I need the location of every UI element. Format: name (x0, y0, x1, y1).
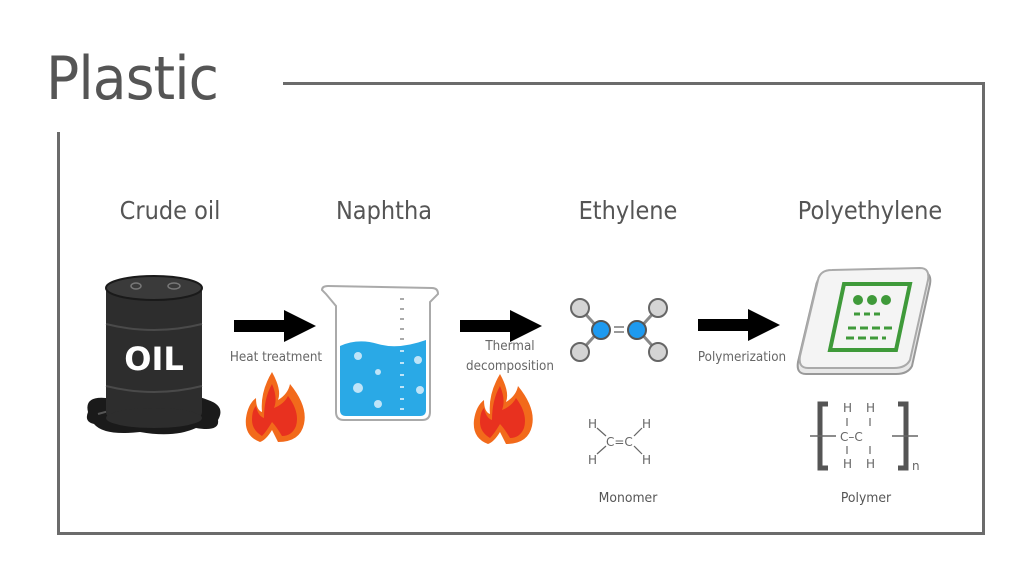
formula-h: H (588, 417, 597, 431)
fire-icon (245, 372, 305, 442)
formula-c-single-bond: C–C (840, 430, 863, 444)
polymer-formula: H H H H C–C n (810, 401, 920, 473)
stage-heading-ethylene: Ethylene (578, 196, 678, 225)
arrow-right-icon (234, 310, 316, 342)
fire-icon (473, 374, 533, 444)
formula-h: H (642, 453, 651, 467)
formula-h: H (866, 457, 875, 471)
arrow-right-icon (698, 309, 780, 341)
barrel-label: OIL (124, 340, 184, 378)
ethylene-molecule-icon (570, 298, 668, 362)
caption-monomer: Monomer (598, 490, 658, 506)
monomer-formula: H H H H C=C (588, 417, 651, 467)
frame-border-bottom (57, 532, 985, 535)
formula-h: H (843, 401, 852, 415)
page-title: Plastic (46, 44, 219, 114)
frame-border-right (982, 82, 985, 535)
frame-border-top (283, 82, 985, 85)
stage-heading-polyethylene: Polyethylene (797, 196, 943, 225)
caption-polymer: Polymer (840, 490, 892, 506)
process-label-heat-treatment: Heat treatment (229, 350, 323, 365)
beaker-icon (320, 284, 440, 421)
formula-h: H (642, 417, 651, 431)
formula-c-double-bond: C=C (606, 435, 633, 449)
process-label-decomposition: decomposition (466, 359, 554, 374)
formula-h: H (866, 401, 875, 415)
process-label-polymerization: Polymerization (697, 350, 787, 365)
plastic-bag-icon (796, 266, 932, 375)
oil-barrel-icon: OIL (86, 275, 221, 435)
stage-heading-naphtha: Naphtha (335, 196, 433, 225)
arrow-right-icon (460, 310, 542, 342)
formula-subscript-n: n (912, 459, 920, 473)
formula-h: H (588, 453, 597, 467)
process-label-thermal: Thermal (485, 339, 535, 354)
stage-heading-crude-oil: Crude oil (119, 196, 221, 225)
formula-h: H (843, 457, 852, 471)
frame-border-left (57, 132, 60, 535)
